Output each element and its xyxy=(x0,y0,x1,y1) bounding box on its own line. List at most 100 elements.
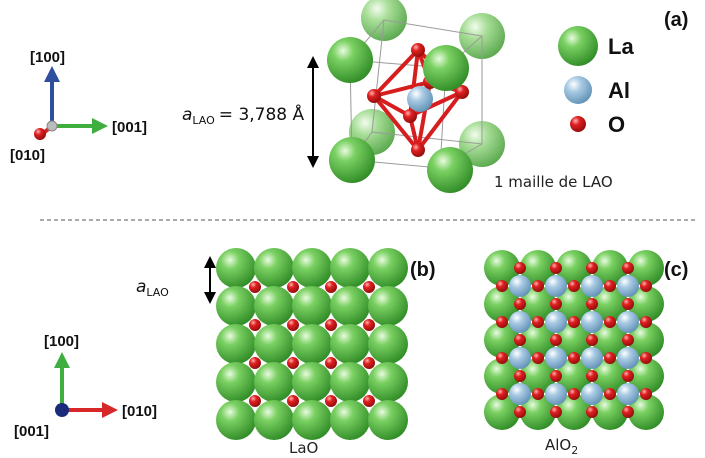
o-atom xyxy=(532,388,544,400)
o-atom xyxy=(550,334,562,346)
la-atom xyxy=(254,324,294,364)
o-atom xyxy=(622,370,634,382)
la-atom xyxy=(484,322,520,358)
o-atom xyxy=(496,352,508,364)
la-atom xyxy=(368,362,408,402)
la-atom xyxy=(216,286,256,326)
al-atom xyxy=(509,347,531,369)
o-atom xyxy=(604,316,616,328)
la-atom xyxy=(628,358,664,394)
o-atom xyxy=(604,388,616,400)
o-atom xyxy=(325,395,337,407)
o-atom xyxy=(249,357,261,369)
la-atom xyxy=(423,45,469,91)
o-atom xyxy=(640,388,652,400)
o-atom xyxy=(640,316,652,328)
o-atom xyxy=(287,319,299,331)
o-atom xyxy=(550,370,562,382)
lattice-constant-label: aLAO = 3,788 Å xyxy=(182,103,305,127)
o-atom xyxy=(550,262,562,274)
caption-c-main: AlO xyxy=(545,436,571,454)
la-atom xyxy=(254,362,294,402)
o-atom xyxy=(586,370,598,382)
la-atom xyxy=(330,362,370,402)
la-atom xyxy=(520,286,556,322)
la-atom xyxy=(628,322,664,358)
o-atom xyxy=(363,357,375,369)
o-atom xyxy=(622,298,634,310)
legend-label-la: La xyxy=(608,34,634,59)
o-atom xyxy=(532,316,544,328)
lattice-value: = 3,788 Å xyxy=(219,103,305,125)
legend-label-al: Al xyxy=(608,78,630,103)
svg-text:aLAO: aLAO xyxy=(136,277,169,299)
svg-text:aLAO= 3,788 Å: aLAO = 3,788 Å xyxy=(182,103,305,127)
legend: La Al O xyxy=(558,26,634,137)
o-atom xyxy=(411,43,425,57)
la-atom xyxy=(556,286,592,322)
la-atom xyxy=(292,324,332,364)
o-atom xyxy=(514,334,526,346)
la-atom xyxy=(330,400,370,440)
la-atom xyxy=(520,394,556,430)
al-atom xyxy=(509,311,531,333)
la-atom xyxy=(520,322,556,358)
al-atom xyxy=(581,311,603,333)
axis-label-right: [010] xyxy=(122,403,157,420)
la-atom xyxy=(292,286,332,326)
o-atom xyxy=(640,280,652,292)
o-atom xyxy=(249,319,261,331)
la-atom xyxy=(556,394,592,430)
o-atom xyxy=(622,334,634,346)
caption-c-sub: 2 xyxy=(571,444,578,457)
al-atom xyxy=(617,347,639,369)
la-atom xyxy=(368,400,408,440)
la-atom xyxy=(484,358,520,394)
al-atom xyxy=(545,311,567,333)
al-atom xyxy=(617,275,639,297)
la-atom xyxy=(368,286,408,326)
la-atom xyxy=(484,250,520,286)
o-atom xyxy=(287,395,299,407)
legend-label-o: O xyxy=(608,112,625,137)
o-atom xyxy=(325,319,337,331)
o-atom xyxy=(532,280,544,292)
lattice-label-b: aLAO xyxy=(136,256,216,304)
axes-triad-bottom: [100] [010] [001] xyxy=(14,333,157,440)
o-atom xyxy=(568,388,580,400)
legend-swatch-la xyxy=(558,26,598,66)
o-atom xyxy=(604,352,616,364)
axis-label-out: [001] xyxy=(14,423,49,440)
la-atom xyxy=(592,286,628,322)
al-atom xyxy=(581,275,603,297)
la-atom xyxy=(254,400,294,440)
legend-swatch-al xyxy=(564,76,592,104)
la-atom xyxy=(330,248,370,288)
la-atom xyxy=(216,324,256,364)
axes-triad-top: [100] [001] [010] xyxy=(10,49,147,164)
o-atom xyxy=(367,89,381,103)
caption-c: AlO2 xyxy=(545,436,578,457)
o-atom xyxy=(586,406,598,418)
o-atom xyxy=(604,280,616,292)
la-atom xyxy=(427,147,473,193)
panel-label-b: (b) xyxy=(410,259,436,281)
o-atom xyxy=(550,298,562,310)
o-atom xyxy=(496,388,508,400)
lattice-alo2 xyxy=(484,250,664,430)
o-atom xyxy=(532,352,544,364)
o-atom xyxy=(403,109,417,123)
lattice-subscript: LAO xyxy=(192,114,215,127)
la-atom xyxy=(216,248,256,288)
la-atom xyxy=(330,324,370,364)
legend-swatch-o xyxy=(570,116,586,132)
al-atom xyxy=(581,347,603,369)
axis-label-up: [100] xyxy=(30,49,65,66)
la-atom xyxy=(292,400,332,440)
la-atom xyxy=(628,286,664,322)
o-atom xyxy=(363,281,375,293)
axis-label-up: [100] xyxy=(44,333,79,350)
la-atom xyxy=(484,286,520,322)
al-atom xyxy=(617,311,639,333)
lattice-symbol: a xyxy=(182,105,192,125)
